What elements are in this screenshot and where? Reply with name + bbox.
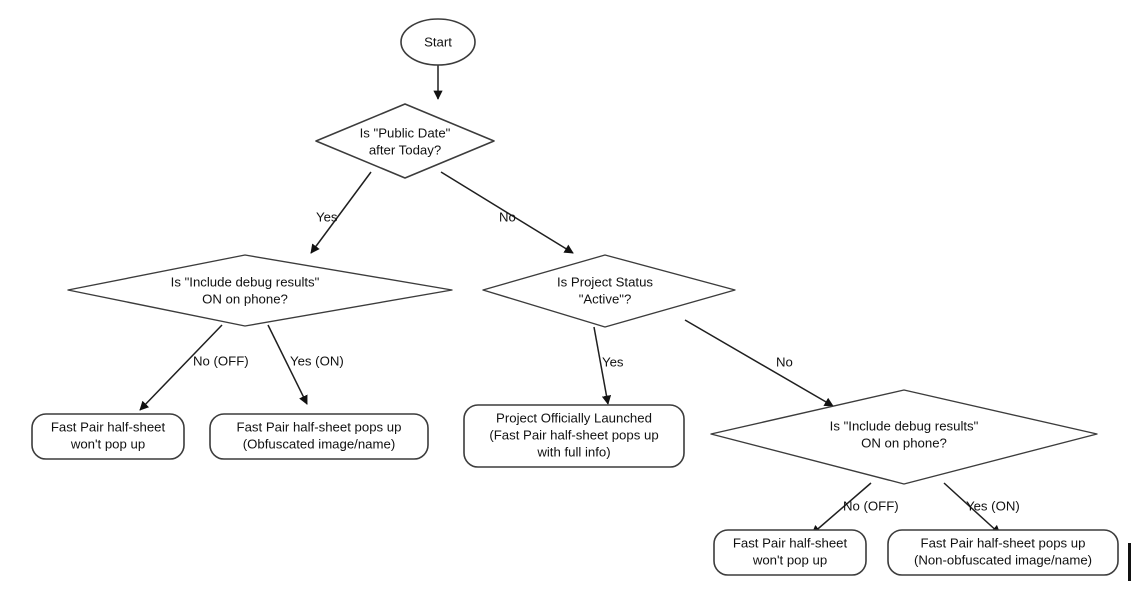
edge-label-project-status-yes: Yes	[602, 354, 624, 369]
decision-public-date-line2: after Today?	[369, 142, 441, 157]
decision-debug-left-diamond-shape	[67, 254, 453, 327]
terminal-right-no-shape	[713, 529, 867, 576]
start-label: Start	[424, 34, 452, 49]
terminal-right-yes-shape	[887, 529, 1119, 576]
terminal-right-no-line2: won't pop up	[752, 552, 827, 567]
edge-debug-left-yes: Yes (ON)	[267, 324, 344, 405]
edge-public-date-yes: Yes	[310, 171, 372, 254]
node-decision-debug-right[interactable]: Is "Include debug results" ON on phone?	[710, 389, 1098, 485]
decision-project-status-diamond-shape	[482, 254, 736, 328]
node-terminal-right-no[interactable]: Fast Pair half-sheet won't pop up	[713, 529, 867, 576]
edge-project-status-yes: Yes	[593, 326, 624, 405]
decision-public-date-diamond-shape	[315, 103, 495, 179]
edge-label-debug-left-no: No (OFF)	[193, 353, 249, 368]
terminal-launched-shape	[463, 404, 685, 468]
node-decision-debug-left[interactable]: Is "Include debug results" ON on phone?	[67, 254, 453, 327]
edge-label-public-date-no: No	[499, 209, 516, 224]
terminal-left-yes-line2: (Obfuscated image/name)	[243, 436, 395, 451]
decision-debug-right-diamond-shape	[710, 389, 1098, 485]
terminal-right-yes-line2: (Non-obfuscated image/name)	[914, 552, 1092, 567]
node-start[interactable]: Start	[400, 18, 476, 66]
node-terminal-left-no[interactable]: Fast Pair half-sheet won't pop up	[31, 413, 185, 460]
edge-debug-right-yes: Yes (ON)	[943, 482, 1020, 535]
start-ellipse-shape	[400, 18, 476, 66]
terminal-left-yes-shape	[209, 413, 429, 460]
terminal-left-no-line1: Fast Pair half-sheet	[51, 419, 166, 434]
terminal-left-no-line2: won't pop up	[70, 436, 145, 451]
edge-label-debug-right-yes: Yes (ON)	[966, 498, 1020, 513]
edge-debug-left-no: No (OFF)	[139, 324, 249, 411]
node-decision-project-status[interactable]: Is Project Status "Active"?	[482, 254, 736, 328]
edge-debug-right-no: No (OFF)	[811, 482, 899, 535]
decision-debug-right-line2: ON on phone?	[861, 435, 947, 450]
edge-label-project-status-no: No	[776, 354, 793, 369]
decision-project-status-line2: "Active"?	[579, 291, 632, 306]
terminal-right-no-line1: Fast Pair half-sheet	[733, 535, 848, 550]
node-terminal-right-yes[interactable]: Fast Pair half-sheet pops up (Non-obfusc…	[887, 529, 1119, 576]
terminal-left-no-shape	[31, 413, 185, 460]
edge-label-debug-right-no: No (OFF)	[843, 498, 899, 513]
decision-project-status-line1: Is Project Status	[557, 274, 653, 289]
edge-label-debug-left-yes: Yes (ON)	[290, 353, 344, 368]
terminal-launched-line2: (Fast Pair half-sheet pops up	[489, 427, 658, 442]
terminal-launched-line3: with full info)	[536, 444, 610, 459]
decision-debug-right-line1: Is "Include debug results"	[830, 418, 979, 433]
terminal-launched-line1: Project Officially Launched	[496, 410, 652, 425]
terminal-right-yes-line1: Fast Pair half-sheet pops up	[921, 535, 1086, 550]
edge-project-status-no: No	[684, 319, 834, 407]
edge-public-date-no: No	[440, 171, 574, 254]
decision-public-date-line1: Is "Public Date"	[360, 125, 451, 140]
terminal-left-yes-line1: Fast Pair half-sheet pops up	[237, 419, 402, 434]
decision-debug-left-line1: Is "Include debug results"	[171, 274, 320, 289]
node-terminal-left-yes[interactable]: Fast Pair half-sheet pops up (Obfuscated…	[209, 413, 429, 460]
node-terminal-launched[interactable]: Project Officially Launched (Fast Pair h…	[463, 404, 685, 468]
edge-label-public-date-yes: Yes	[316, 209, 338, 224]
node-decision-public-date[interactable]: Is "Public Date" after Today?	[315, 103, 495, 179]
edge-artifact-mark	[1128, 543, 1131, 581]
decision-debug-left-line2: ON on phone?	[202, 291, 288, 306]
